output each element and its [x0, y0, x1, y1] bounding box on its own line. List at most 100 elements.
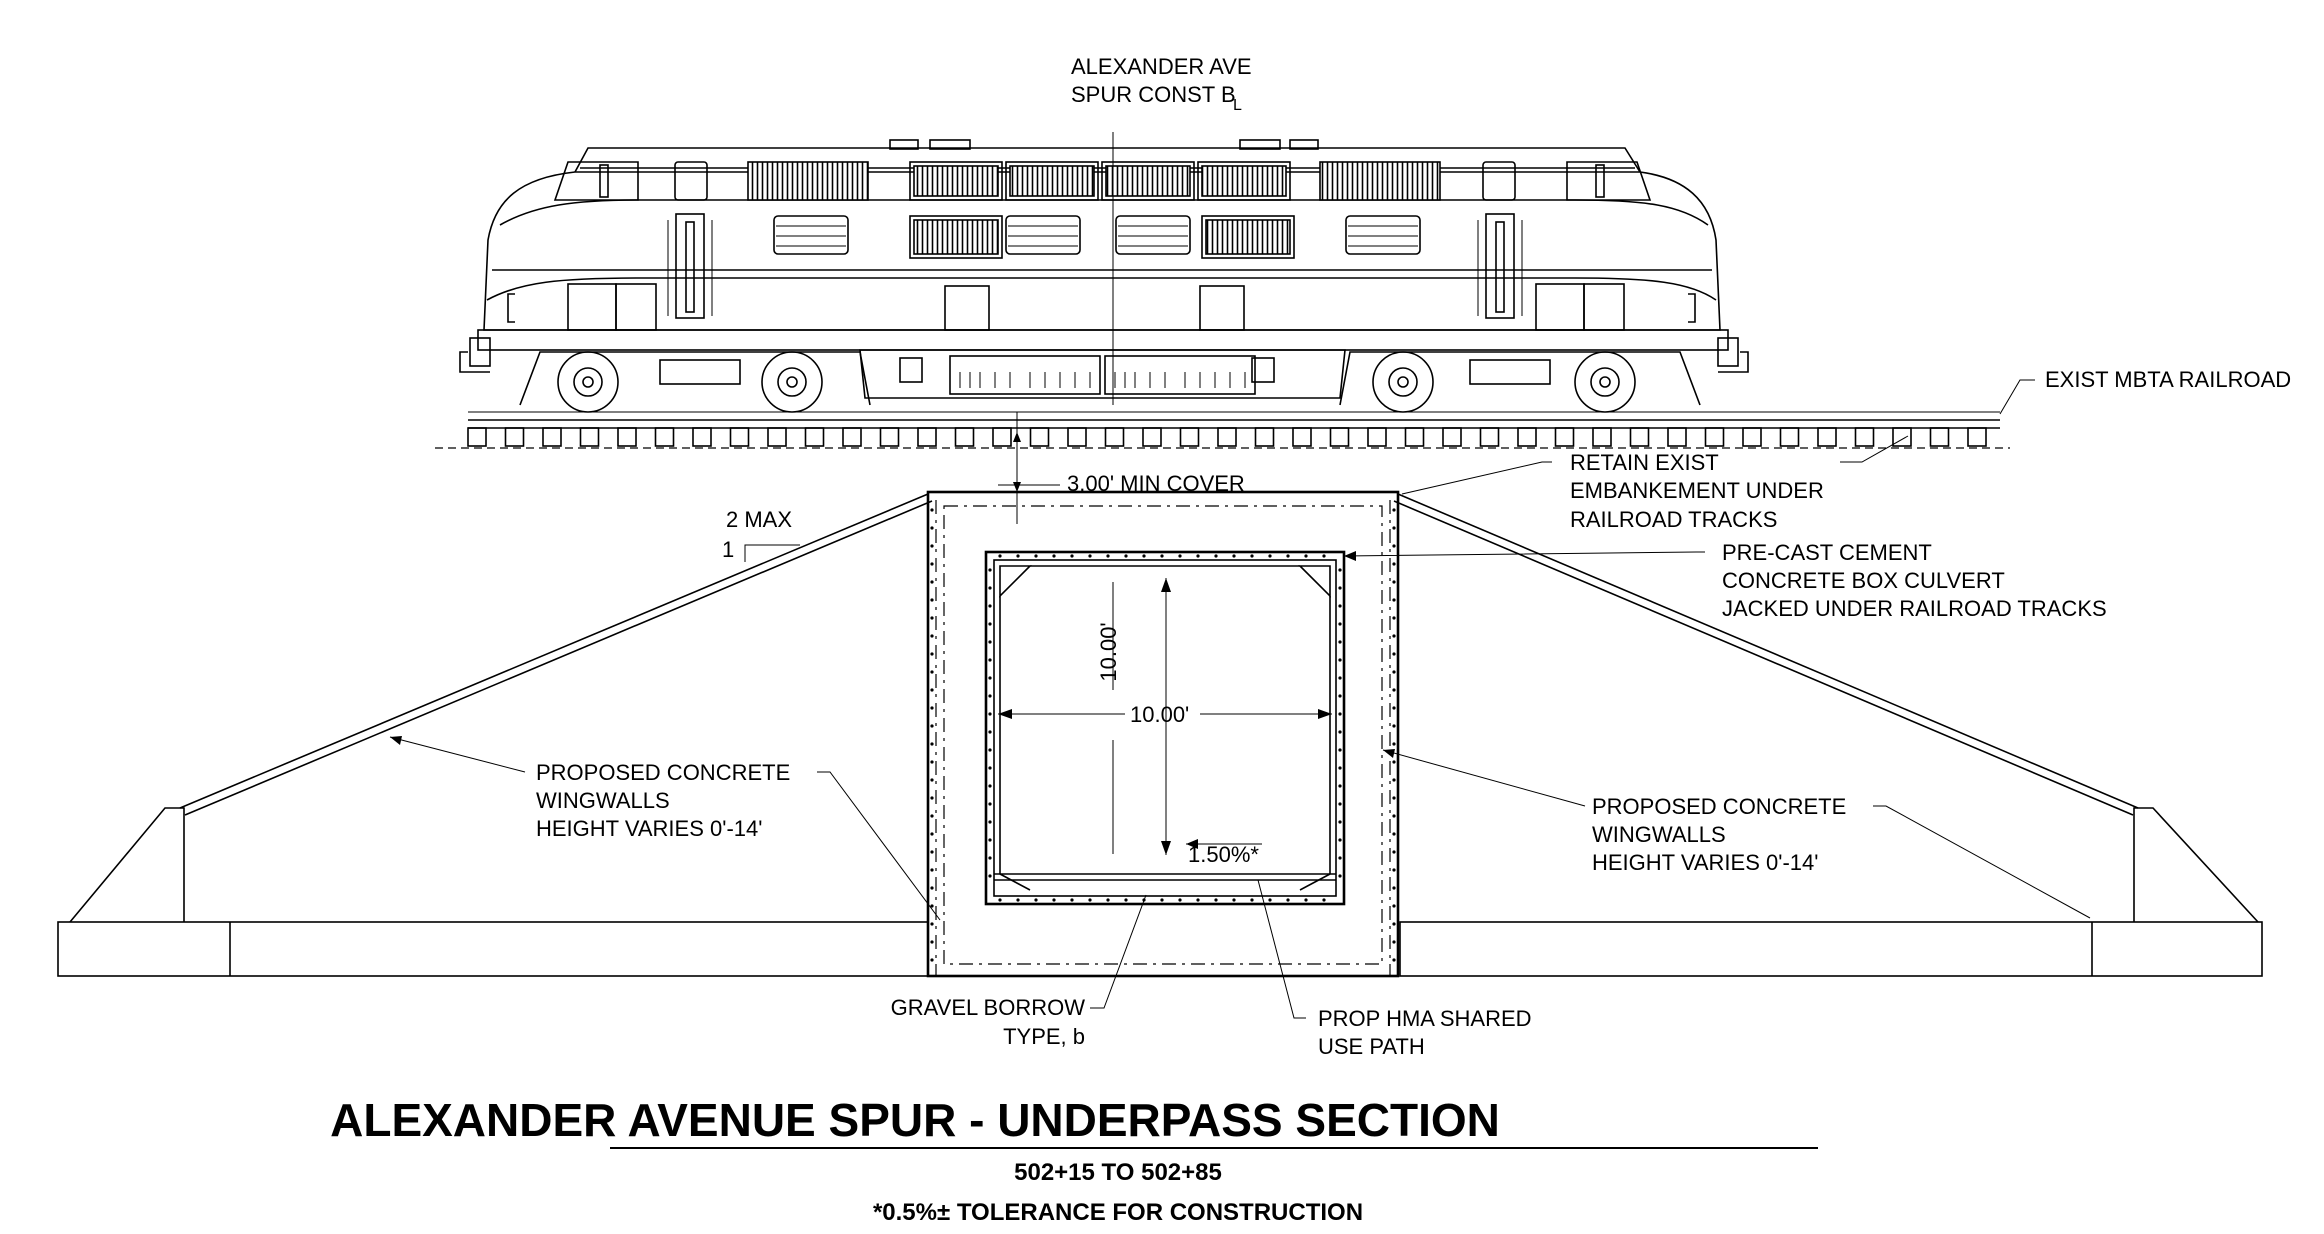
- rivet: [1286, 554, 1290, 558]
- rivet: [1304, 898, 1308, 902]
- rivet: [1214, 898, 1218, 902]
- rivet: [1034, 898, 1038, 902]
- railroad-tie: [842, 427, 862, 447]
- title-block: ALEXANDER AVENUE SPUR - UNDERPASS SECTIO…: [330, 1094, 1818, 1226]
- railroad-tie: [1292, 427, 1312, 447]
- rivet: [930, 562, 934, 566]
- exist-railroad-label: EXIST MBTA RAILROAD: [2045, 367, 2291, 392]
- rivet: [1392, 544, 1396, 548]
- railroad-tie: [542, 427, 562, 447]
- rivet: [1392, 778, 1396, 782]
- railroad-tie: [1404, 427, 1425, 447]
- railroad-tie: [1367, 427, 1387, 447]
- rivet: [1392, 652, 1396, 656]
- rivet: [930, 868, 934, 872]
- railroad-tie: [767, 427, 787, 447]
- rivet: [930, 814, 934, 818]
- retain-label-line2: EMBANKEMENT UNDER: [1570, 478, 1824, 503]
- rivet: [1160, 898, 1164, 902]
- railroad-tie: [729, 427, 750, 447]
- rivet: [930, 832, 934, 836]
- railroad-tie: [1967, 427, 1987, 447]
- rivet: [1106, 554, 1110, 558]
- rivet: [1338, 766, 1342, 770]
- railroad-tie: [1104, 427, 1125, 447]
- rivet: [1392, 814, 1396, 818]
- rivet: [1142, 554, 1146, 558]
- rivet: [930, 706, 934, 710]
- hma-label-line1: PROP HMA SHARED: [1318, 1006, 1532, 1031]
- box-culvert: [926, 490, 1400, 978]
- rivet: [1268, 554, 1272, 558]
- rivet: [930, 652, 934, 656]
- railroad-tie: [1029, 427, 1050, 447]
- rivet: [1052, 898, 1056, 902]
- rivet: [988, 622, 992, 626]
- rivet: [1070, 898, 1074, 902]
- rivet: [930, 760, 934, 764]
- railroad-tie: [1704, 427, 1725, 447]
- leader-lines: [389, 379, 2091, 1019]
- rivet: [1322, 898, 1326, 902]
- rivet: [930, 904, 934, 908]
- right-wingwall-label-line1: PROPOSED CONCRETE: [1592, 794, 1846, 819]
- embankment: [57, 493, 2263, 977]
- rivet: [1250, 554, 1254, 558]
- railroad-tie: [1667, 427, 1687, 447]
- rivet: [1338, 838, 1342, 842]
- rivet: [1338, 676, 1342, 680]
- rivet: [988, 694, 992, 698]
- left-wingwall-label-line1: PROPOSED CONCRETE: [536, 760, 790, 785]
- rivet: [1070, 554, 1074, 558]
- right-wingwall-label-line3: HEIGHT VARIES 0'-14': [1592, 850, 1818, 875]
- rivet: [988, 838, 992, 842]
- railroad-tie: [1554, 427, 1575, 447]
- railroad-tie: [504, 427, 525, 447]
- locomotive: [459, 132, 1749, 413]
- railroad-tie: [954, 427, 975, 447]
- rivet: [930, 778, 934, 782]
- rivet: [1286, 898, 1290, 902]
- rivet: [1178, 554, 1182, 558]
- rivet: [1088, 898, 1092, 902]
- grade-label: 1.50%*: [1188, 842, 1259, 867]
- rivet: [1250, 898, 1254, 902]
- gravel-label-line2: TYPE, b: [1003, 1024, 1085, 1049]
- rivet: [930, 922, 934, 926]
- gravel-label-line1: GRAVEL BORROW: [891, 995, 1086, 1020]
- railroad-tie: [1142, 427, 1162, 447]
- railroad-tie: [804, 427, 825, 447]
- railroad-tie: [1592, 427, 1612, 447]
- station-range: 502+15 TO 502+85: [1014, 1159, 1222, 1186]
- wheel: [761, 351, 823, 413]
- rivet: [998, 898, 1002, 902]
- rivet: [1338, 802, 1342, 806]
- rivet: [988, 586, 992, 590]
- railroad-tie: [579, 427, 600, 447]
- rivet: [1338, 748, 1342, 752]
- rivet: [1338, 622, 1342, 626]
- railroad-tie: [1442, 427, 1462, 447]
- railroad-track: [435, 411, 2010, 449]
- annotation-labels: ALEXANDER AVE SPUR CONST B L EXIST MBTA …: [536, 54, 2291, 1059]
- rivet: [1196, 554, 1200, 558]
- slope-ratio-top: 2 MAX: [726, 507, 792, 532]
- rivet: [988, 820, 992, 824]
- railroad-tie: [1892, 427, 1912, 447]
- left-wingwall-label-line3: HEIGHT VARIES 0'-14': [536, 816, 762, 841]
- rivet: [988, 730, 992, 734]
- railroad-tie: [617, 427, 637, 447]
- rivet: [1392, 526, 1396, 530]
- rivet: [988, 658, 992, 662]
- rivet: [1392, 868, 1396, 872]
- rivet: [930, 580, 934, 584]
- precast-label-line1: PRE-CAST CEMENT: [1722, 540, 1932, 565]
- rivet: [1392, 922, 1396, 926]
- left-wingwall-label-line2: WINGWALLS: [536, 788, 670, 813]
- centerline-symbol: L: [1233, 97, 1242, 114]
- retain-label-line3: RAILROAD TRACKS: [1570, 507, 1777, 532]
- rivet: [1392, 562, 1396, 566]
- rivet: [1338, 856, 1342, 860]
- rivet: [988, 784, 992, 788]
